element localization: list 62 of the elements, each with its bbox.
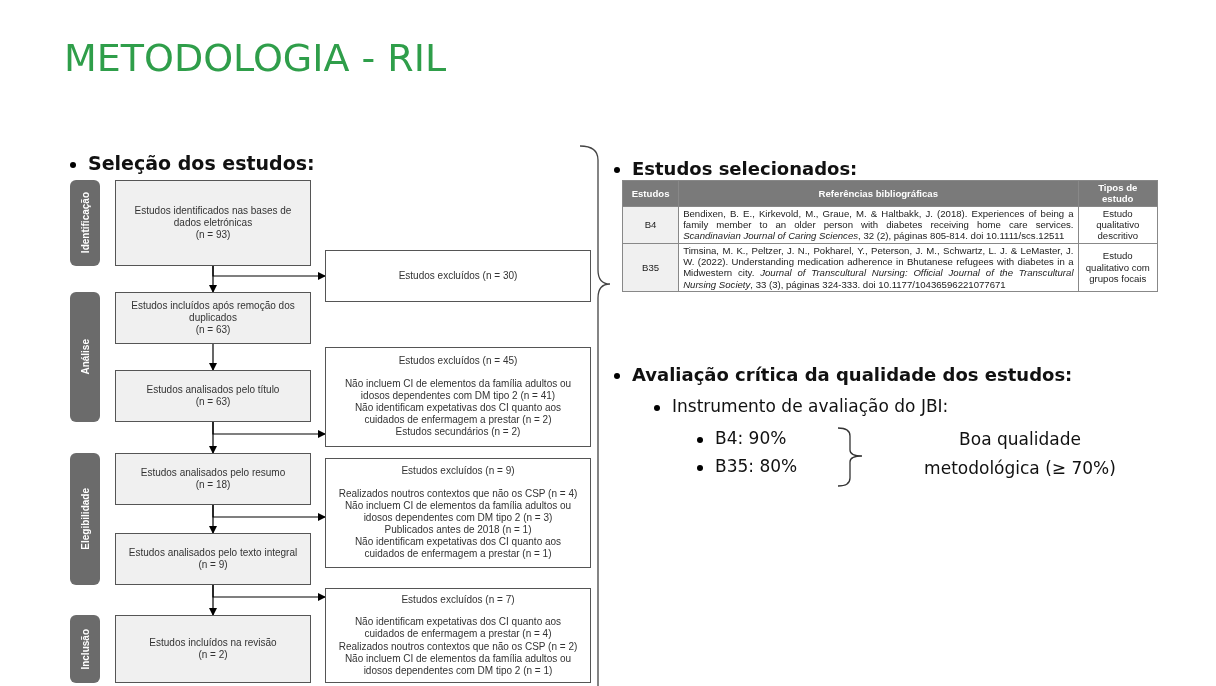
exclusion-box: [325, 458, 591, 568]
box-text: Estudos excluídos (n = 30): [398, 269, 518, 283]
table-cell: Estudo qualitativo descritivo: [1078, 206, 1158, 244]
box-text: Estudos incluídos na revisão: [149, 636, 277, 649]
arrow: [209, 584, 217, 616]
box-text: Não identificam expetativas dos CI quanto aos cuidados de enfermagem a prestar (n = 4): [353, 616, 563, 641]
exclusion-box: [325, 347, 591, 447]
slide-title: METODOLOGIA - RIL: [64, 36, 447, 80]
process-box: [115, 292, 311, 344]
box-text: Estudos analisados pelo título: [146, 383, 280, 396]
table-cell: B35: [622, 243, 679, 292]
process-box: [115, 533, 311, 585]
arrow: [209, 265, 217, 293]
section-heading: Seleção dos estudos:: [66, 152, 315, 174]
process-box: [115, 615, 311, 683]
box-text: Estudos analisados pelo texto integral: [128, 546, 298, 559]
process-box: [115, 453, 311, 505]
box-text: Estudos excluídos (n = 7): [401, 593, 515, 607]
table-cell: B4: [622, 206, 679, 244]
table-cell: Estudo qualitativo com grupos focais: [1078, 243, 1158, 292]
box-text: Não incluem CI de elementos da família adultos ou idosos dependentes com DM tipo 2 (n = 41): [343, 377, 573, 402]
box-text: (n = 18): [195, 479, 231, 492]
header-cell: Tipos de estudo: [1078, 180, 1158, 207]
box-text: (n = 63): [195, 324, 231, 337]
phase-tab: Identificação: [70, 180, 100, 266]
header-cell: Estudos: [622, 180, 679, 207]
list-item: Instrumento de avaliação do JBI:: [650, 396, 949, 416]
box-text: Estudos analisados pelo resumo: [140, 466, 286, 479]
box-text: (n = 2): [198, 649, 228, 662]
section-heading: Estudos selecionados:: [610, 158, 858, 179]
table-cell: Bendixen, B. E., Kirkevold, M., Graue, M. & Haltbakk, J. (2018). Experiences of being a family member to an older person with diabetes receiving home care services. Scandinavian Journal of Caring Sciences, 32 (2), páginas 805-814. doi 10.1111/scs.12511: [678, 206, 1079, 244]
box-text: Estudos identificados nas bases de dados eletrónicas: [133, 204, 293, 230]
arrow: [209, 421, 217, 454]
arrow: [209, 343, 217, 371]
phase-tab: Inclusão: [70, 615, 100, 683]
list-item: B35: 80%: [693, 456, 798, 476]
box-text: (n = 9): [198, 559, 228, 572]
quality-note: Boa qualidade metodológica (≥ 70%): [923, 428, 1117, 480]
box-text: Realizados noutros contextos que não os CSP (n = 2): [338, 640, 578, 653]
box-text: (n = 93): [195, 229, 231, 242]
phase-tab: Elegibilidade: [70, 453, 100, 585]
box-text: Estudos excluídos (n = 45): [398, 355, 518, 368]
box-text: Estudos excluídos (n = 9): [401, 465, 515, 478]
box-text: Realizados noutros contextos que não os CSP (n = 4): [338, 487, 578, 500]
list-item: B4: 90%: [693, 428, 787, 448]
process-box: [115, 370, 311, 422]
box-text: Não incluem CI de elementos da família adultos ou idosos dependentes com DM tipo 2 (n = 3): [343, 499, 573, 525]
phase-tab: Análise: [70, 292, 100, 422]
box-text: Não identificam expetativas dos CI quanto aos cuidados de enfermagem a prestar (n = 2): [353, 402, 563, 427]
box-text: Não incluem CI de elementos da família adultos ou idosos dependentes com DM tipo 2 (n = 1): [343, 652, 573, 678]
box-text: Estudos incluídos após remoção dos duplicados: [130, 299, 296, 325]
box-text: Não identificam expetativas dos CI quanto aos cuidados de enfermagem a prestar (n = 1): [353, 536, 563, 561]
table-cell: Timsina, M. K., Peltzer, J. N., Pokharel, Y., Peterson, J. M., Schwartz, L. J. & LeMaster, J. W. (2022). Understanding medication adherence in Bhutanese refugees with diabetes in a Midwestern city. Journal of Transcultural Nursing: Official Journal of the Transcultural Nursing Society, 33 (3), páginas 324-333. doi 10.1177/10436596221077671: [678, 243, 1079, 292]
box-text: Estudos secundários (n = 2): [395, 426, 521, 439]
process-box: [115, 180, 311, 266]
exclusion-box: [325, 250, 591, 302]
section-heading: Avaliação crítica da qualidade dos estudos:: [610, 364, 1073, 385]
exclusion-box: [325, 588, 591, 683]
box-text: (n = 63): [195, 396, 231, 409]
box-text: Publicados antes de 2018 (n = 1): [384, 524, 532, 537]
arrow: [209, 504, 217, 534]
header-cell: Referências bibliográficas: [678, 180, 1079, 207]
